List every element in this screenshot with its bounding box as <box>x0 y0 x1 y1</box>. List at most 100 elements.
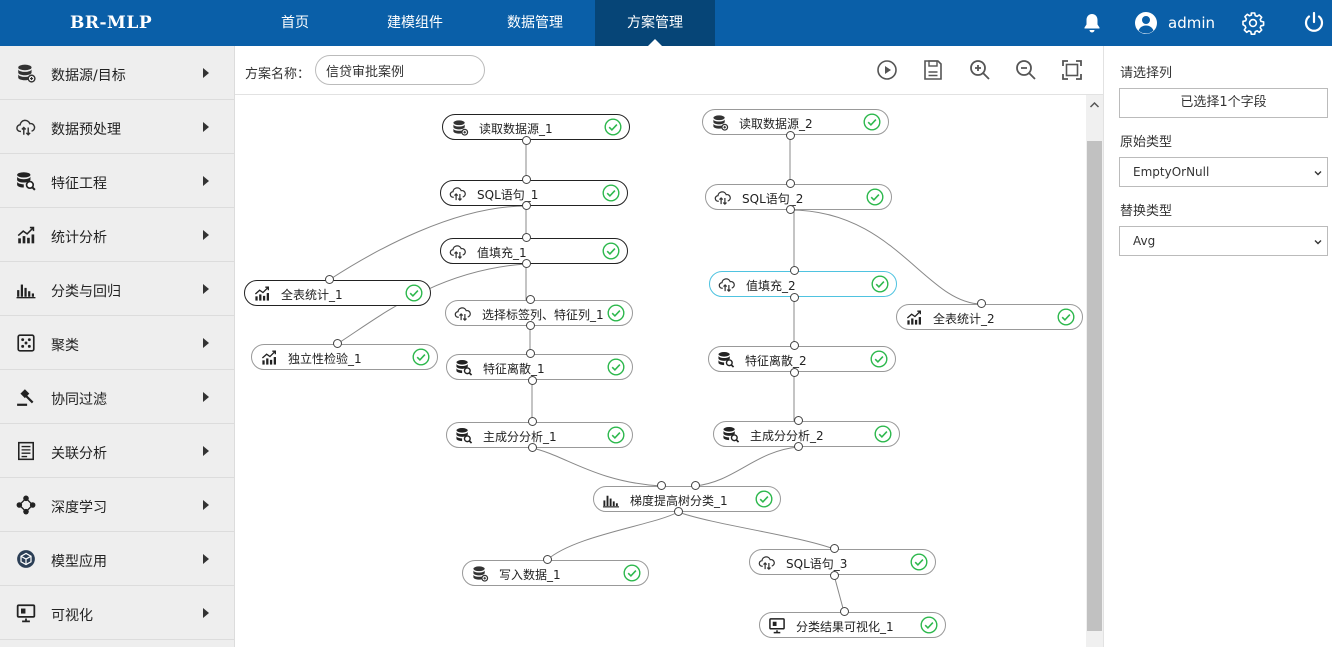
sidebar-item-deep-learning[interactable]: 深度学习 <box>0 478 234 532</box>
input-port[interactable] <box>840 607 849 616</box>
output-port[interactable] <box>794 442 803 451</box>
output-port[interactable] <box>522 136 531 145</box>
power-logout-icon[interactable] <box>1302 11 1326 35</box>
settings-gear-icon[interactable] <box>1241 11 1265 35</box>
success-check-icon <box>412 348 430 366</box>
sidebar-item-association-analysis[interactable]: 关联分析 <box>0 424 234 478</box>
chevron-right-icon <box>203 176 209 186</box>
input-port[interactable] <box>790 266 799 275</box>
output-port[interactable] <box>528 376 537 385</box>
output-port[interactable] <box>674 507 683 516</box>
chevron-right-icon <box>203 500 209 510</box>
input-port[interactable] <box>333 339 342 348</box>
gavel-icon <box>16 387 36 407</box>
scheme-name-label: 方案名称： <box>245 67 311 82</box>
input-port[interactable] <box>830 544 839 553</box>
sidebar-item-preprocessing[interactable]: 数据预处理 <box>0 100 234 154</box>
flow-canvas[interactable]: 读取数据源_1 SQL语句_1 值填充_1 全表统计_1 选择标签列、特征列_1… <box>235 95 1086 647</box>
flow-node-independence-test-1[interactable]: 独立性检验_1 <box>251 344 438 370</box>
nav-home[interactable]: 首页 <box>281 15 309 31</box>
nav-modeling-components[interactable]: 建模组件 <box>387 15 443 31</box>
nav-scheme-management[interactable]: 方案管理 <box>595 0 715 46</box>
output-port[interactable] <box>528 443 537 452</box>
zoom-in-icon[interactable] <box>968 58 992 82</box>
flow-node-feature-discretize-2[interactable]: 特征离散_2 <box>708 346 896 372</box>
scrollbar-thumb[interactable] <box>1087 141 1102 631</box>
original-type-select[interactable]: EmptyOrNull <box>1119 157 1328 187</box>
scheme-name-input[interactable] <box>315 55 485 85</box>
output-port[interactable] <box>790 368 799 377</box>
input-port[interactable] <box>691 481 700 490</box>
input-port[interactable] <box>657 481 666 490</box>
scroll-up-arrow-icon[interactable] <box>1086 95 1103 115</box>
sidebar-item-label: 关联分析 <box>51 446 107 462</box>
input-port[interactable] <box>977 299 986 308</box>
fit-screen-icon[interactable] <box>1060 58 1084 82</box>
sidebar-item-classification-regression[interactable]: 分类与回归 <box>0 262 234 316</box>
node-label: 值填充_1 <box>477 246 527 260</box>
flow-node-sql-2[interactable]: SQL语句_2 <box>705 184 892 210</box>
run-play-icon[interactable] <box>875 58 899 82</box>
input-port[interactable] <box>786 179 795 188</box>
sidebar-item-data-source[interactable]: 数据源/目标 <box>0 46 234 100</box>
input-port[interactable] <box>543 555 552 564</box>
zoom-out-icon[interactable] <box>1014 58 1038 82</box>
user-avatar-icon[interactable] <box>1134 11 1158 35</box>
select-columns-button[interactable]: 已选择1个字段 <box>1119 88 1328 118</box>
save-disk-icon[interactable] <box>921 58 945 82</box>
document-icon <box>16 441 36 461</box>
output-port[interactable] <box>522 259 531 268</box>
flow-node-table-stats-2[interactable]: 全表统计_2 <box>896 304 1083 330</box>
output-port[interactable] <box>790 293 799 302</box>
flow-node-sql-1[interactable]: SQL语句_1 <box>440 180 628 206</box>
canvas-scrollbar[interactable] <box>1086 95 1103 647</box>
flow-connections <box>328 135 982 613</box>
sidebar-item-statistics[interactable]: 统计分析 <box>0 208 234 262</box>
input-port[interactable] <box>526 295 535 304</box>
flow-node-write-data-1[interactable]: 写入数据_1 <box>462 560 649 586</box>
flow-node-pca-1[interactable]: 主成分分析_1 <box>446 422 633 448</box>
flow-node-gbt-classifier-1[interactable]: 梯度提高树分类_1 <box>593 486 781 512</box>
flow-node-read-datasource-2[interactable]: 读取数据源_2 <box>702 109 889 135</box>
success-check-icon <box>871 275 889 293</box>
input-port[interactable] <box>528 417 537 426</box>
cube-icon <box>16 549 36 569</box>
chevron-right-icon <box>203 230 209 240</box>
success-check-icon <box>1057 308 1075 326</box>
flow-node-classification-viz-1[interactable]: 分类结果可视化_1 <box>759 612 946 638</box>
flow-node-value-fill-2[interactable]: 值填充_2 <box>709 271 897 297</box>
sidebar-item-visualization[interactable]: 可视化 <box>0 586 234 640</box>
flow-node-sql-3[interactable]: SQL语句_3 <box>749 549 936 575</box>
flow-node-feature-discretize-1[interactable]: 特征离散_1 <box>446 354 633 380</box>
output-port[interactable] <box>786 205 795 214</box>
flow-node-select-columns-1[interactable]: 选择标签列、特征列_1 <box>445 300 633 326</box>
trend-chart-icon <box>260 349 278 366</box>
sidebar-item-feature-engineering[interactable]: 特征工程 <box>0 154 234 208</box>
flow-node-value-fill-1[interactable]: 值填充_1 <box>440 238 628 264</box>
node-label: 写入数据_1 <box>499 568 561 582</box>
sidebar-item-clustering[interactable]: 聚类 <box>0 316 234 370</box>
database-icon <box>451 119 469 136</box>
bell-icon[interactable] <box>1080 11 1104 35</box>
sidebar-item-collaborative-filtering[interactable]: 协同过滤 <box>0 370 234 424</box>
output-port[interactable] <box>786 131 795 140</box>
flow-node-pca-2[interactable]: 主成分分析_2 <box>713 421 900 447</box>
input-port[interactable] <box>790 341 799 350</box>
nav-data-management[interactable]: 数据管理 <box>507 15 563 31</box>
bar-chart-icon <box>16 279 36 299</box>
chevron-right-icon <box>203 554 209 564</box>
username-label[interactable]: admin <box>1168 14 1215 32</box>
input-port[interactable] <box>526 349 535 358</box>
node-label: 独立性检验_1 <box>288 352 362 366</box>
flow-node-read-datasource-1[interactable]: 读取数据源_1 <box>442 114 630 140</box>
output-port[interactable] <box>830 571 839 580</box>
output-port[interactable] <box>522 201 531 210</box>
input-port[interactable] <box>522 233 531 242</box>
replace-type-select[interactable]: Avg <box>1119 226 1328 256</box>
sidebar-item-model-application[interactable]: 模型应用 <box>0 532 234 586</box>
input-port[interactable] <box>325 275 334 284</box>
flow-node-table-stats-1[interactable]: 全表统计_1 <box>244 280 431 306</box>
input-port[interactable] <box>794 416 803 425</box>
output-port[interactable] <box>526 321 535 330</box>
input-port[interactable] <box>522 175 531 184</box>
